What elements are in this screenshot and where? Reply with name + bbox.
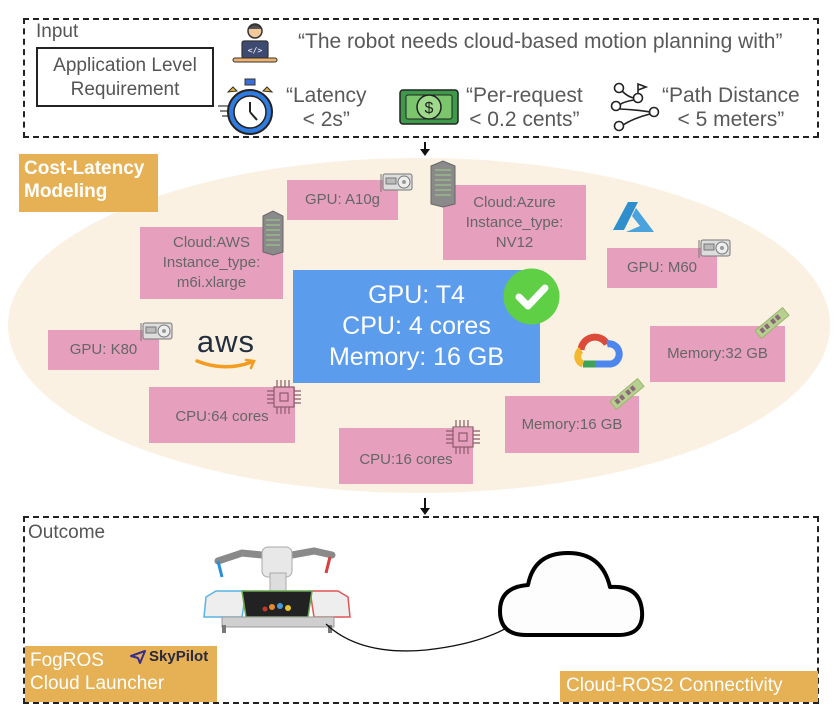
- money-icon: $: [398, 84, 462, 130]
- selected-cpu: CPU: 4 cores: [342, 312, 491, 340]
- fogros-cloud-launcher-tag: FogROS Cloud Launcher: [25, 646, 217, 702]
- aws-instance-value: m6i.xlarge: [176, 274, 247, 291]
- server-icon: [428, 160, 458, 208]
- server-icon: [258, 210, 288, 256]
- prompt-quote: “The robot needs cloud-based motion plan…: [298, 30, 783, 53]
- selected-configuration: GPU: T4 CPU: 4 cores Memory: 16 GB: [293, 270, 540, 383]
- svg-text:</>: </>: [248, 46, 263, 55]
- developer-icon: </>: [230, 22, 280, 64]
- modeling-tag-line-2: Modeling: [24, 181, 108, 202]
- ram-stick-icon: [607, 377, 647, 411]
- path-line-1: “Path Distance: [662, 84, 800, 107]
- gpu-k80-label: GPU: K80: [69, 341, 138, 358]
- google-cloud-logo-icon: [571, 332, 623, 370]
- memory-16-label: Memory:16 GB: [521, 415, 623, 433]
- stopwatch-icon: [216, 76, 282, 138]
- candidate-gpu-a10g: GPU: A10g: [287, 180, 398, 220]
- network-connection-line: [325, 623, 511, 652]
- latency-line-2: < 2s”: [302, 108, 350, 131]
- azure-logo-icon: [612, 200, 656, 234]
- gpu-card-icon: [140, 321, 174, 343]
- skypilot-plane-icon: [130, 649, 146, 664]
- path-line-2: < 5 meters”: [677, 108, 785, 131]
- flow-arrow-input-to-model: [420, 142, 430, 156]
- aws-logo: aws: [194, 326, 258, 372]
- requirement-line-2: Requirement: [70, 79, 180, 100]
- latency-constraint: “Latency < 2s”: [286, 84, 367, 132]
- memory-32-label: Memory:32 GB: [667, 345, 768, 362]
- input-section: [23, 18, 819, 138]
- candidate-aws-instance: Cloud:AWS Instance_type: m6i.xlarge: [140, 227, 283, 299]
- path-constraint: “Path Distance < 5 meters”: [662, 84, 800, 132]
- cost-line-2: < 0.2 cents”: [469, 108, 580, 131]
- cost-latency-modeling-tag: Cost-Latency Modeling: [19, 154, 158, 212]
- launcher-tag-line-2: Cloud Launcher: [30, 673, 165, 694]
- candidate-cpu-16: CPU:16 cores: [339, 428, 473, 484]
- selected-gpu: GPU: T4: [368, 281, 465, 309]
- skypilot-label: SkyPilot: [149, 648, 209, 665]
- cloud-ros2-connectivity-tag: Cloud-ROS2 Connectivity: [560, 671, 818, 702]
- aws-logo-text: aws: [196, 324, 256, 359]
- cloud-icon: [496, 545, 648, 641]
- gpu-m60-label: GPU: M60: [626, 259, 698, 276]
- outcome-label: Outcome: [28, 522, 106, 543]
- requirement-box: Application Level Requirement: [36, 47, 214, 107]
- cost-constraint: “Per-request < 0.2 cents”: [466, 84, 583, 132]
- azure-cloud-label: Cloud:Azure: [473, 193, 556, 211]
- skypilot-logo: SkyPilot: [130, 648, 208, 665]
- gpu-a10g-label: GPU: A10g: [304, 191, 381, 208]
- check-icon: [503, 268, 560, 325]
- candidate-memory-32: Memory:32 GB: [650, 326, 785, 382]
- cpu-chip-icon: [444, 418, 482, 456]
- gpu-card-icon: [698, 238, 732, 260]
- candidate-azure-instance: Cloud:Azure Instance_type: NV12: [443, 185, 586, 260]
- ram-stick-icon: [752, 306, 792, 340]
- modeling-tag-line-1: Cost-Latency: [24, 158, 145, 179]
- latency-line-1: “Latency: [286, 84, 367, 107]
- azure-instance-value: NV12: [495, 233, 534, 251]
- candidate-cpu-64: CPU:64 cores: [149, 387, 295, 443]
- gpu-card-icon: [380, 172, 414, 194]
- aws-instance-type-label: Instance_type:: [162, 254, 261, 271]
- launcher-tag-line-1: FogROS: [30, 650, 104, 671]
- selected-memory: Memory: 16 GB: [328, 343, 505, 371]
- flow-arrow-model-to-outcome: [420, 498, 430, 515]
- svg-text:$: $: [425, 100, 434, 117]
- input-label: Input: [36, 21, 79, 42]
- cost-line-1: “Per-request: [466, 84, 583, 107]
- cpu-64-label: CPU:64 cores: [175, 408, 269, 425]
- cpu-16-label: CPU:16 cores: [359, 451, 453, 468]
- requirement-line-1: Application Level: [53, 55, 197, 76]
- azure-instance-type-label: Instance_type:: [465, 213, 564, 231]
- outcome-section: [23, 516, 819, 704]
- robot-image: [202, 533, 352, 633]
- path-icon: [610, 82, 664, 132]
- aws-cloud-label: Cloud:AWS: [173, 234, 250, 251]
- cpu-chip-icon: [265, 378, 303, 416]
